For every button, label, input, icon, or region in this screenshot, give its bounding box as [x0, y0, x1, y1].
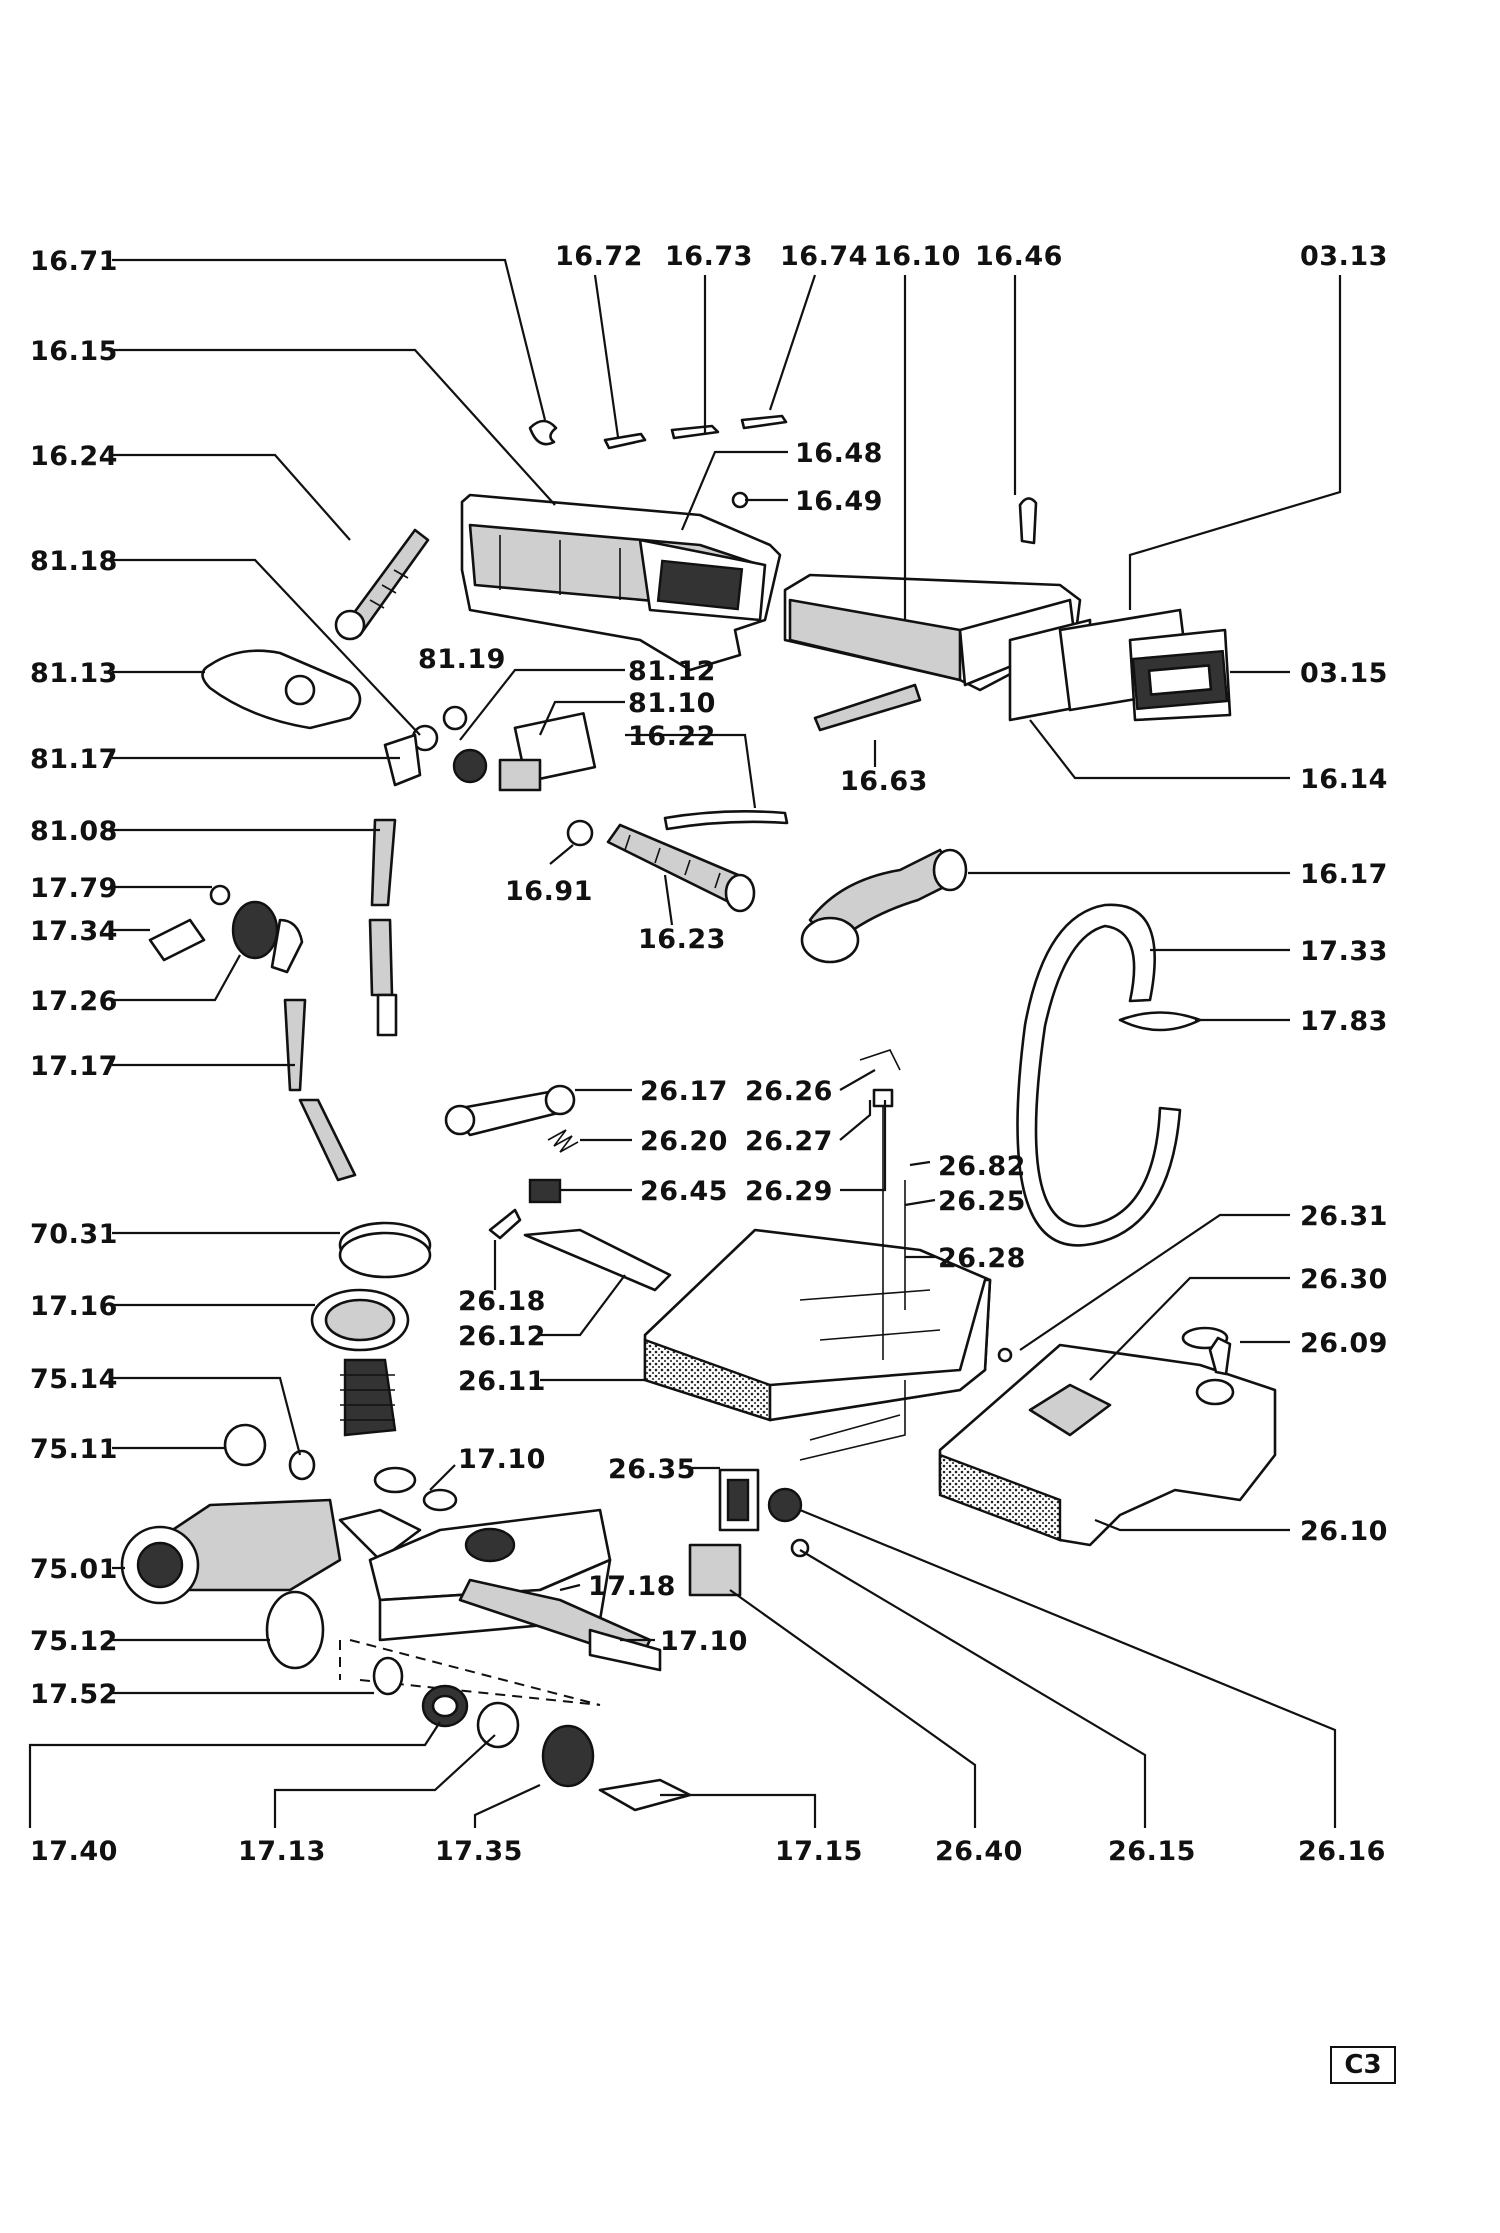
part-label: 26.82: [938, 1151, 1026, 1182]
seal-ring-part: [288, 1449, 316, 1481]
part-label: 26.27: [745, 1126, 833, 1157]
part-label: 17.15: [775, 1836, 863, 1867]
part-label: 75.14: [30, 1364, 118, 1395]
page-code: C3: [1344, 2050, 1382, 2080]
part-label: 03.13: [1300, 241, 1388, 272]
part-label: 81.17: [30, 744, 118, 775]
part-label: 16.15: [30, 336, 118, 367]
part-label: 17.34: [30, 916, 118, 947]
part-label: 17.26: [30, 986, 118, 1017]
lever-parts: [444, 1084, 672, 1292]
part-label: 16.22: [628, 721, 716, 752]
part-label: 17.79: [30, 873, 118, 904]
part-label: 16.46: [975, 241, 1063, 272]
part-label: 75.12: [30, 1626, 118, 1657]
part-label: 16.71: [30, 246, 118, 277]
part-label: 26.31: [1300, 1201, 1388, 1232]
part-label: 16.91: [505, 876, 593, 907]
pump-bellows-part: [310, 1221, 432, 1437]
cover-box-part: [643, 1228, 992, 1422]
part-label: 17.16: [30, 1291, 118, 1322]
detergent-housing-part: [460, 493, 782, 672]
part-label: 81.19: [418, 644, 506, 675]
part-label: 26.15: [1108, 1836, 1196, 1867]
part-label: 17.33: [1300, 936, 1388, 967]
hose-connector-part: [334, 528, 430, 641]
part-label: 17.17: [30, 1051, 118, 1082]
part-label: 17.35: [435, 1836, 523, 1867]
part-label: 16.24: [30, 441, 118, 472]
comb-part: [813, 683, 922, 732]
part-label: 26.29: [745, 1176, 833, 1207]
part-label: 16.49: [795, 486, 883, 517]
part-label: 17.10: [660, 1626, 748, 1657]
rod-parts: [799, 1049, 906, 1461]
switch-parts: [688, 1336, 1232, 1597]
leader-lines: [28, 258, 1342, 1828]
part-label: 81.10: [628, 688, 716, 719]
part-label: 17.13: [238, 1836, 326, 1867]
part-label: 26.26: [745, 1076, 833, 1107]
cap-parts: [372, 1656, 692, 1812]
part-label: 16.17: [1300, 859, 1388, 890]
sump-part: [368, 1466, 662, 1672]
base-tub-part: [938, 1326, 1277, 1547]
part-label: 26.40: [935, 1836, 1023, 1867]
part-label: 03.15: [1300, 658, 1388, 689]
mounting-plate-part: [201, 649, 362, 730]
part-label: 26.12: [458, 1321, 546, 1352]
part-label: 81.18: [30, 546, 118, 577]
part-label: 17.40: [30, 1836, 118, 1867]
gasket-part: [1118, 1011, 1202, 1032]
part-label: 16.14: [1300, 764, 1388, 795]
part-label: 26.28: [938, 1243, 1026, 1274]
clips-part: [528, 414, 788, 509]
drain-pump-part: [120, 1498, 422, 1670]
part-label: 81.13: [30, 658, 118, 689]
part-label: 16.10: [873, 241, 961, 272]
corrugated-hose-part: [566, 819, 756, 913]
water-valve-part: [383, 705, 597, 792]
part-labels: 16.71 16.72 16.73 16.74 16.10 16.46 03.1…: [30, 241, 1388, 1867]
part-label: 17.10: [458, 1444, 546, 1475]
part-label: 26.16: [1298, 1836, 1386, 1867]
part-label: 17.52: [30, 1679, 118, 1710]
part-label: 26.09: [1300, 1328, 1388, 1359]
part-label: 81.12: [628, 656, 716, 687]
page-code-box: C3: [1330, 2046, 1396, 2084]
part-label: 26.45: [640, 1176, 728, 1207]
drain-hoses-part: [148, 818, 398, 1182]
part-label: 75.11: [30, 1434, 118, 1465]
front-panels-part: [1008, 608, 1232, 722]
part-label: 16.23: [638, 924, 726, 955]
part-label: 26.30: [1300, 1264, 1388, 1295]
long-hose-part: [1016, 903, 1182, 1247]
part-label: 26.11: [458, 1366, 546, 1397]
part-label: 16.74: [780, 241, 868, 272]
part-label: 70.31: [30, 1219, 118, 1250]
part-label: 26.17: [640, 1076, 728, 1107]
part-label: 81.08: [30, 816, 118, 847]
part-label: 26.18: [458, 1286, 546, 1317]
part-label: 17.83: [1300, 1006, 1388, 1037]
part-label: 17.18: [588, 1571, 676, 1602]
bellows-hose-part: [800, 848, 968, 964]
part-label: 26.10: [1300, 1516, 1388, 1547]
part-label: 75.01: [30, 1554, 118, 1585]
part-label: 16.63: [840, 766, 928, 797]
part-label: 16.48: [795, 438, 883, 469]
part-label: 16.72: [555, 241, 643, 272]
part-label: 26.20: [640, 1126, 728, 1157]
impeller-part: [223, 1423, 267, 1467]
part-label: 26.35: [608, 1454, 696, 1485]
small-hose-part: [663, 810, 789, 831]
part-label: 16.73: [665, 241, 753, 272]
part-label: 26.25: [938, 1186, 1026, 1217]
